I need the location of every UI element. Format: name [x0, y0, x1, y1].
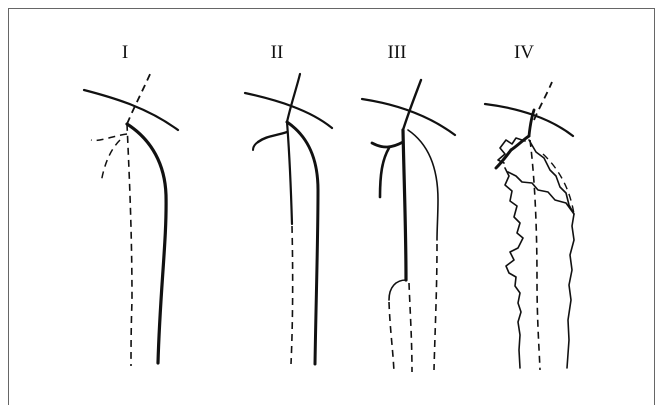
- panel-1-label: I: [122, 42, 128, 63]
- panel-1: I: [84, 42, 178, 366]
- panel-3-side-branch-down: [380, 148, 389, 197]
- panel-1-side-branch-down: [101, 140, 120, 183]
- panel-1-trunk-dashed: [127, 124, 132, 366]
- panel-4-trunk-dashed: [530, 140, 540, 370]
- panel-3-lower-loop: [389, 280, 406, 300]
- panel-4-junction-upper: [511, 136, 529, 150]
- panel-3-lower-left-dashed: [389, 302, 394, 372]
- panel-2-trunk-left-dashed: [291, 226, 293, 364]
- panel-4-tortuous-mid: [508, 172, 574, 368]
- panel-4-tortuous-left: [505, 168, 523, 368]
- panel-3-trunk-right: [408, 130, 438, 240]
- panel-2-side-branch: [258, 132, 287, 142]
- panel-3-trunk-right-dashed: [434, 244, 437, 370]
- panel-1-side-branch: [91, 134, 127, 140]
- panel-2-upper-branch: [287, 74, 300, 122]
- panel-3-label: III: [388, 42, 407, 63]
- panel-4-label: IV: [514, 42, 534, 63]
- panel-2-trunk-left-upper: [287, 122, 292, 224]
- panel-2-side-branch-tip: [253, 142, 258, 150]
- panel-1-arch-curve: [84, 90, 178, 130]
- panel-2-label: II: [271, 42, 284, 63]
- panel-4: IV: [485, 42, 574, 370]
- panel-4-upper-branch: [534, 82, 552, 120]
- panel-3-trunk-main: [403, 130, 406, 280]
- panel-1-trunk-main: [127, 124, 166, 363]
- panel-3: III: [362, 42, 455, 372]
- panel-3-upper-branch: [403, 80, 421, 130]
- panel-2: II: [245, 42, 332, 364]
- panel-3-lower-mid-dashed: [409, 283, 412, 372]
- panel-1-upper-branch: [127, 72, 151, 124]
- panel-3-side-branch: [372, 142, 403, 147]
